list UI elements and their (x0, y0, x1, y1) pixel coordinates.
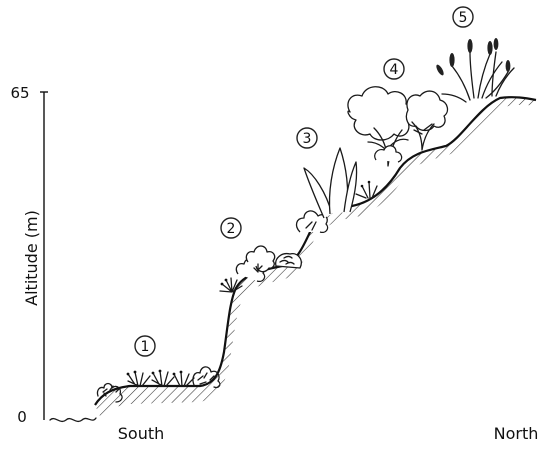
zone-marker-4: 4 (383, 58, 405, 80)
direction-north-label: North (494, 424, 539, 443)
zone-number-5: 5 (459, 10, 468, 26)
zone-number-1: 1 (141, 339, 150, 355)
zone-number-3: 3 (303, 131, 312, 147)
zone-5-vegetation (436, 38, 515, 103)
direction-south-label: South (118, 424, 165, 443)
zone-number-4: 4 (390, 62, 399, 78)
zone-3-vegetation (295, 147, 378, 234)
y-axis-label: Altitude (m) (22, 210, 41, 306)
y-tick-bottom: 0 (17, 408, 27, 426)
water-wave (49, 417, 97, 423)
y-tick-top: 65 (10, 84, 29, 102)
ground-hatching (95, 97, 536, 416)
zone-marker-2: 2 (220, 217, 242, 239)
zone-marker-1: 1 (134, 335, 156, 357)
zone-4-vegetation (347, 86, 449, 167)
altitude-axis: 65 0 Altitude (m) (10, 84, 48, 426)
zone-marker-5: 5 (452, 6, 474, 28)
zone-2-vegetation (219, 245, 302, 293)
zone-marker-3: 3 (296, 127, 318, 149)
zone-number-2: 2 (227, 221, 236, 237)
zone-1-vegetation (96, 366, 221, 403)
